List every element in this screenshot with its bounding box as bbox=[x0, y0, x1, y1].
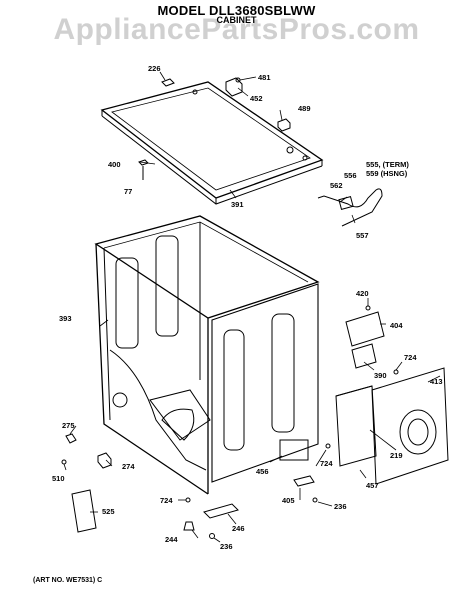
part-label-244[interactable]: 244 bbox=[165, 535, 178, 544]
part-label-393[interactable]: 393 bbox=[59, 314, 72, 323]
part-label-562[interactable]: 562 bbox=[330, 181, 343, 190]
part-label-219[interactable]: 219 bbox=[390, 451, 403, 460]
part-label-456[interactable]: 456 bbox=[256, 467, 269, 476]
part-label-420[interactable]: 420 bbox=[356, 289, 369, 298]
part-label-413[interactable]: 413 bbox=[430, 377, 443, 386]
part-label-274[interactable]: 274 bbox=[122, 462, 135, 471]
leader-lines bbox=[63, 71, 441, 543]
part-label-555[interactable]: 555, (TERM) bbox=[366, 160, 409, 169]
top-cover-drawing bbox=[100, 81, 324, 205]
part-label-226[interactable]: 226 bbox=[148, 64, 161, 73]
part-label-481[interactable]: 481 bbox=[258, 73, 271, 82]
part-label-724-c[interactable]: 724 bbox=[160, 496, 173, 505]
diagram-subtitle: CABINET bbox=[216, 15, 257, 25]
part-label-724-b[interactable]: 724 bbox=[320, 459, 333, 468]
part-label-246[interactable]: 246 bbox=[232, 524, 245, 533]
hinge-hardware-drawing bbox=[138, 77, 291, 180]
part-label-510[interactable]: 510 bbox=[52, 474, 65, 483]
part-label-275[interactable]: 275 bbox=[62, 421, 75, 430]
part-label-724-a[interactable]: 724 bbox=[404, 353, 417, 362]
part-label-405[interactable]: 405 bbox=[282, 496, 295, 505]
part-label-489[interactable]: 489 bbox=[298, 104, 311, 113]
watermark: AppliancePartsPros.com bbox=[53, 13, 420, 46]
part-label-525[interactable]: 525 bbox=[102, 507, 115, 516]
part-labels: 226 481 452 489 400 77 391 555, (TERM) 5… bbox=[52, 64, 443, 551]
bottom-parts-drawing bbox=[61, 433, 318, 539]
part-label-457[interactable]: 457 bbox=[366, 481, 379, 490]
part-label-556[interactable]: 556 bbox=[344, 171, 357, 180]
part-label-390[interactable]: 390 bbox=[374, 371, 387, 380]
part-label-236-a[interactable]: 236 bbox=[334, 502, 347, 511]
part-label-559[interactable]: 559 (HSNG) bbox=[366, 169, 408, 178]
part-label-391[interactable]: 391 bbox=[231, 200, 244, 209]
part-label-404[interactable]: 404 bbox=[390, 321, 403, 330]
part-label-557[interactable]: 557 bbox=[356, 231, 369, 240]
part-label-452[interactable]: 452 bbox=[250, 94, 263, 103]
art-number-footer: (ART NO. WE7531) C bbox=[33, 577, 103, 584]
part-label-400[interactable]: 400 bbox=[108, 160, 121, 169]
diagram-title: MODEL DLL3680SBLWW bbox=[157, 3, 316, 18]
part-label-236-b[interactable]: 236 bbox=[220, 542, 233, 551]
part-label-77[interactable]: 77 bbox=[124, 187, 132, 196]
cabinet-body-drawing bbox=[94, 215, 320, 495]
